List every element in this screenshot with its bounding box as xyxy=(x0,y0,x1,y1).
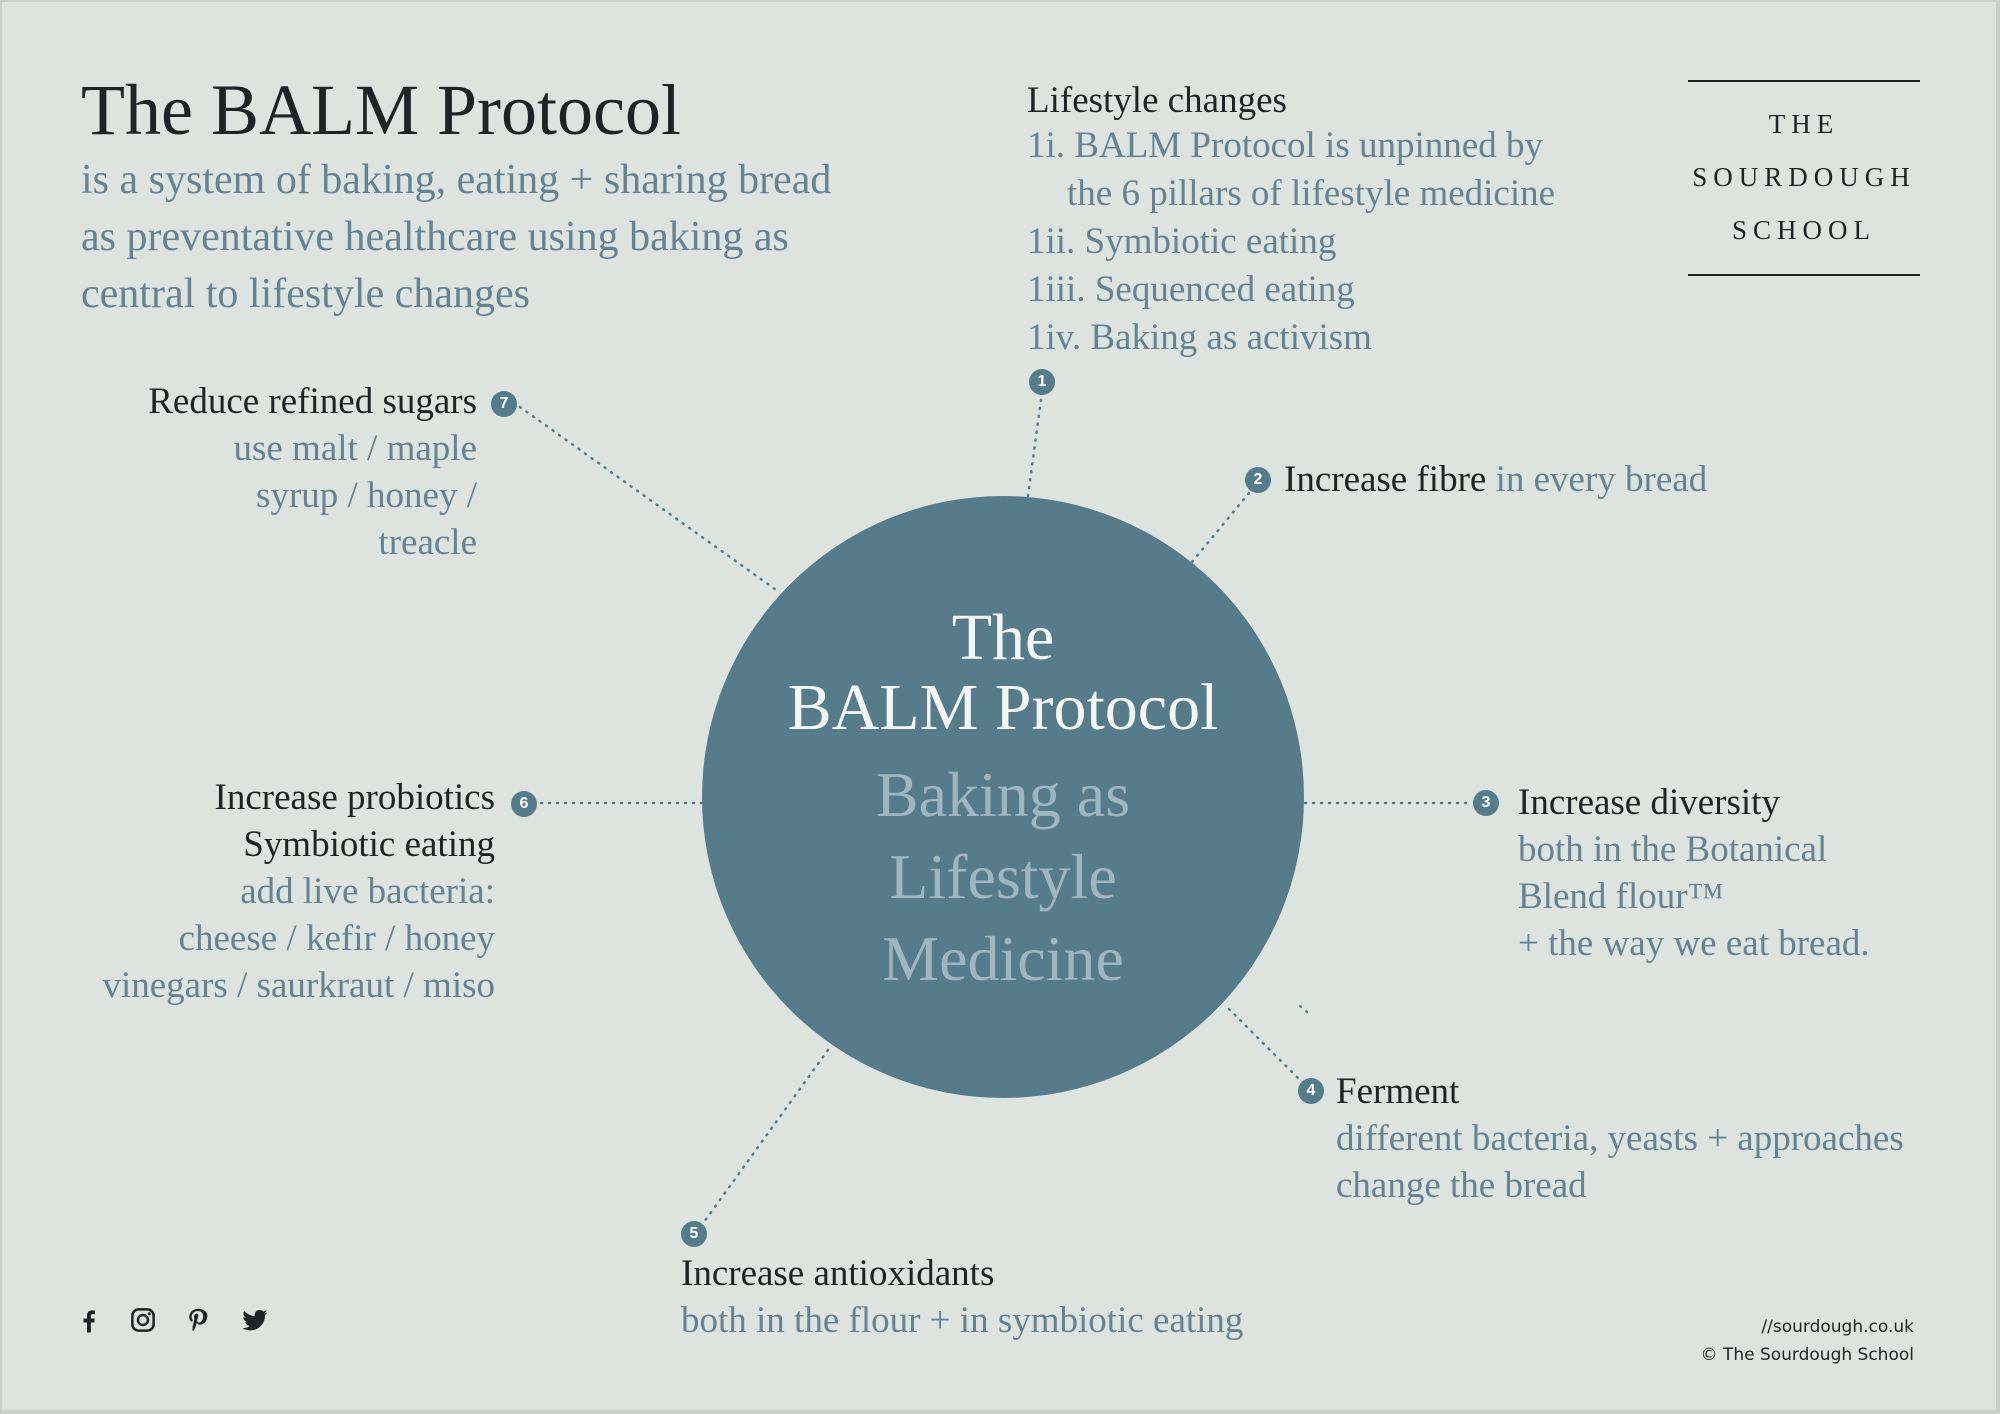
marker-1: 1 xyxy=(1029,369,1055,395)
pillar-3-detail-line: both in the Botanical xyxy=(1518,829,1828,870)
connector-1 xyxy=(1026,390,1044,498)
pillar-6-heading-2: Symbiotic eating xyxy=(243,824,495,865)
pillar-1-item: 1iv. Baking as activism xyxy=(1027,317,1372,358)
pillar-4-detail-line: different bacteria, yeasts + approaches xyxy=(1336,1118,1904,1159)
facebook-icon[interactable] xyxy=(74,1305,104,1335)
instagram-icon[interactable] xyxy=(128,1305,158,1335)
pillar-6-heading: Increase probiotics xyxy=(214,777,495,818)
pillar-2-detail: in every bread xyxy=(1495,459,1708,500)
connector-7 xyxy=(518,405,781,594)
pillar-6-detail-line: vinegars / saurkraut / miso xyxy=(102,965,495,1006)
marker-6: 6 xyxy=(511,791,537,817)
center-title-line-2: BALM Protocol xyxy=(787,671,1219,744)
connector-4b xyxy=(1227,1007,1304,1084)
pillar-1-item: 1ii. Symbiotic eating xyxy=(1027,221,1337,262)
center-circle xyxy=(702,496,1304,1098)
pillar-5-heading: Increase antioxidants xyxy=(681,1253,995,1294)
pillar-3-detail-line: + the way we eat bread. xyxy=(1518,923,1870,964)
center-subtitle-line-3: Medicine xyxy=(882,923,1124,994)
logo-rule-bottom xyxy=(1688,274,1920,276)
pillar-6-detail-line: add live bacteria: xyxy=(240,871,495,912)
connector-2 xyxy=(1190,485,1256,564)
pillar-1-item: the 6 pillars of lifestyle medicine xyxy=(1067,173,1556,214)
center-subtitle-line-2: Lifestyle xyxy=(889,841,1117,912)
pillar-7-detail-line: treacle xyxy=(378,522,477,563)
connector-5 xyxy=(702,1048,830,1224)
logo-line-2: SOURDOUGH xyxy=(1692,162,1916,192)
page-title: The BALM Protocol xyxy=(81,70,681,150)
pillar-1-list: 1i. BALM Protocol is unpinned by the 6 p… xyxy=(1027,122,1555,362)
pillar-5-detail: both in the flour + in symbiotic eating xyxy=(681,1300,1244,1341)
connector-4 xyxy=(1298,1004,1309,1014)
marker-7: 7 xyxy=(491,391,517,417)
logo-line-3: SCHOOL xyxy=(1731,215,1876,245)
logo-line-1: THE xyxy=(1768,109,1840,139)
pillar-3-heading: Increase diversity xyxy=(1518,782,1780,823)
footer-copyright: © The Sourdough School xyxy=(1700,1345,1914,1365)
footer-url[interactable]: //sourdough.co.uk xyxy=(1761,1317,1914,1337)
marker-4: 4 xyxy=(1298,1078,1324,1104)
pillar-1-heading: Lifestyle changes xyxy=(1027,80,1287,121)
marker-2: 2 xyxy=(1245,467,1271,493)
pillar-4-heading: Ferment xyxy=(1336,1071,1460,1112)
pillar-1-item: 1iii. Sequenced eating xyxy=(1027,269,1355,310)
pillar-1-item: 1i. BALM Protocol is unpinned by xyxy=(1027,125,1543,166)
pillar-3-detail-line: Blend flour™ xyxy=(1518,876,1724,917)
twitter-icon[interactable] xyxy=(240,1305,270,1335)
pillar-2-heading: Increase fibre xyxy=(1284,459,1487,500)
marker-5: 5 xyxy=(681,1221,707,1247)
pillar-7-heading: Reduce refined sugars xyxy=(148,381,477,422)
pinterest-icon[interactable] xyxy=(183,1305,213,1335)
pillar-7-detail-line: use malt / maple xyxy=(233,428,477,469)
center-title-line-1: The xyxy=(951,601,1055,674)
marker-3: 3 xyxy=(1473,790,1499,816)
pillar-6-detail-line: cheese / kefir / honey xyxy=(178,918,495,959)
pillar-7-detail-line: syrup / honey / xyxy=(256,475,477,516)
page-subtitle: is a system of baking, eating + sharing … xyxy=(81,157,832,317)
pillar-2-text: Increase fibre in every bread xyxy=(1284,456,1707,503)
logo-rule-top xyxy=(1688,80,1920,82)
center-subtitle-line-1: Baking as xyxy=(875,759,1131,830)
pillar-4-detail-line: change the bread xyxy=(1336,1165,1587,1206)
